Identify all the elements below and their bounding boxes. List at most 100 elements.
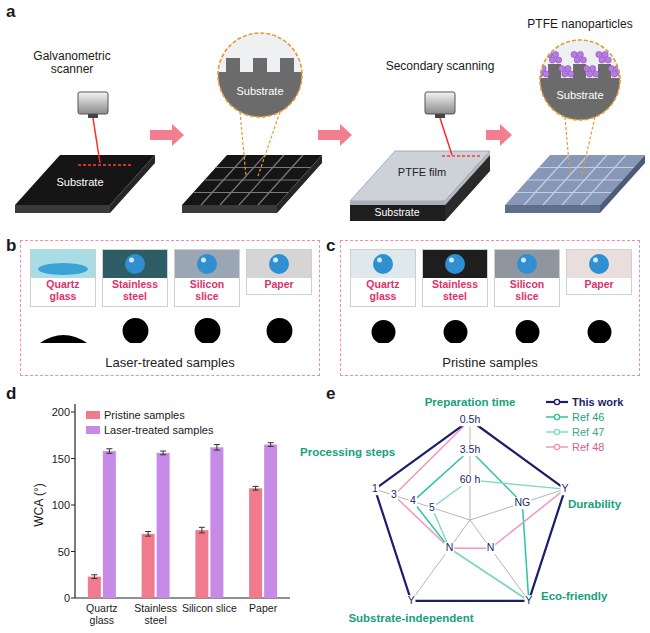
layer-label: Substrate [375, 206, 420, 218]
photo-ground [31, 250, 95, 278]
legend-marker [554, 415, 559, 420]
sample-label: Stainless steel [105, 279, 165, 303]
coated-slab-part-part [528, 179, 623, 180]
zoom-inset [535, 40, 627, 174]
bar-chart-part [91, 575, 97, 579]
water-droplet [197, 254, 217, 274]
legend-text: Laser-treated samples [104, 424, 213, 437]
sample-panel: Laser-treated samplesQuartz glassStainle… [20, 240, 320, 376]
category-label: Paper [235, 603, 291, 615]
zoom-inset-part-part [226, 58, 240, 72]
nanoparticle [556, 57, 562, 63]
radar-axis-title: Processing steps [300, 446, 395, 459]
bar-chart-part [264, 445, 277, 598]
panel-caption: Pristine samples [341, 355, 639, 370]
radar-tick: 3.5h [459, 444, 481, 456]
droplet-profiles-part [267, 318, 293, 343]
water-droplet [38, 263, 88, 275]
legend-marker [554, 400, 559, 405]
droplet-highlight [449, 258, 454, 263]
galvanometric-scanner-part [435, 114, 445, 118]
legend-item: Ref 47 [546, 426, 604, 439]
radar-tick: NG [513, 497, 531, 509]
film-covered-slab-part [350, 201, 445, 205]
grooved-slab-part [193, 155, 311, 205]
bar-chart-part [71, 505, 75, 506]
legend-marker [554, 445, 559, 450]
sample-label: Stainless steel [425, 279, 485, 303]
nanoparticle [580, 57, 586, 63]
coated-slab-part [505, 205, 600, 213]
radar-tick: N [445, 543, 455, 555]
nanoparticles [537, 51, 627, 77]
water-droplet [125, 254, 145, 274]
axis-tick: 50 [58, 545, 70, 558]
process-arrow [486, 124, 512, 146]
nanoparticle [596, 51, 602, 57]
bar-chart-part [199, 527, 205, 533]
water-droplet [269, 254, 289, 274]
film-covered-slab-part [442, 155, 480, 156]
galvanometric-scanner [78, 92, 108, 163]
sample-photo: Paper [246, 249, 312, 295]
legend-line-sample [546, 442, 568, 452]
sample-photo: Stainless steel [422, 249, 488, 307]
legend-line-sample [546, 412, 568, 422]
axis-tick: 100 [52, 499, 70, 512]
legend-text: This work [572, 396, 623, 409]
photo-ground [567, 250, 631, 278]
nanoparticle [602, 51, 608, 57]
photo-ground [103, 250, 167, 278]
zoom-inset [210, 33, 310, 176]
grooved-slab-part [182, 205, 277, 213]
radar-tick: Y [407, 595, 416, 607]
droplet-highlight [273, 258, 278, 263]
nanoparticle [562, 71, 568, 77]
panel-letter: b [6, 236, 16, 256]
droplet-highlight [521, 258, 526, 263]
photo-ground [423, 250, 487, 278]
sample-photo-image [423, 250, 487, 278]
substrate-slab-part [110, 155, 155, 213]
galvanometric-scanner-part [425, 92, 455, 114]
photo-ground [175, 250, 239, 278]
coated-slab-part-part [516, 192, 611, 193]
radar-chart-part [413, 450, 529, 601]
radar-axis-title: Eco-friendly [541, 590, 607, 603]
photo-ground [247, 250, 311, 278]
radar-axis-title: Substrate-independent [348, 612, 473, 625]
nanoparticle [565, 65, 571, 71]
radar-chart-part [470, 489, 565, 520]
grooved-slab-part-part [205, 179, 300, 180]
bar-chart-part [106, 449, 112, 454]
sample-photo: Stainless steel [102, 249, 168, 307]
sample-photo-image [567, 250, 631, 278]
radar-chart-part [411, 520, 470, 601]
bar-chart-part [210, 447, 223, 598]
coated-slab-part [516, 155, 634, 205]
category-label: Silicon slice [181, 603, 237, 615]
panel-letter: a [6, 2, 15, 22]
nanoparticle [568, 71, 574, 77]
legend-text: Ref 46 [572, 411, 604, 424]
material-label: PTFE nanoparticles [527, 18, 632, 32]
panel-letter: e [326, 384, 335, 404]
legend-text: Ref 48 [572, 441, 604, 454]
radar-tick: 1 [371, 483, 379, 495]
grooved-slab-part-part [193, 192, 288, 193]
sample-label: Quartz glass [353, 279, 413, 303]
sample-photo: Paper [566, 249, 632, 295]
radar-chart-part [432, 480, 565, 601]
substrate-slab-part [78, 164, 132, 166]
nanoparticle [587, 71, 593, 77]
legend-item: This work [546, 396, 623, 409]
water-droplet [589, 254, 609, 274]
radar-tick: 60 h [459, 474, 481, 486]
legend-line-sample [546, 397, 568, 407]
radar-tick: 4 [409, 496, 417, 508]
nanoparticle [583, 65, 589, 71]
radar-tick: 5 [428, 502, 436, 514]
radar-chart [372, 417, 567, 603]
